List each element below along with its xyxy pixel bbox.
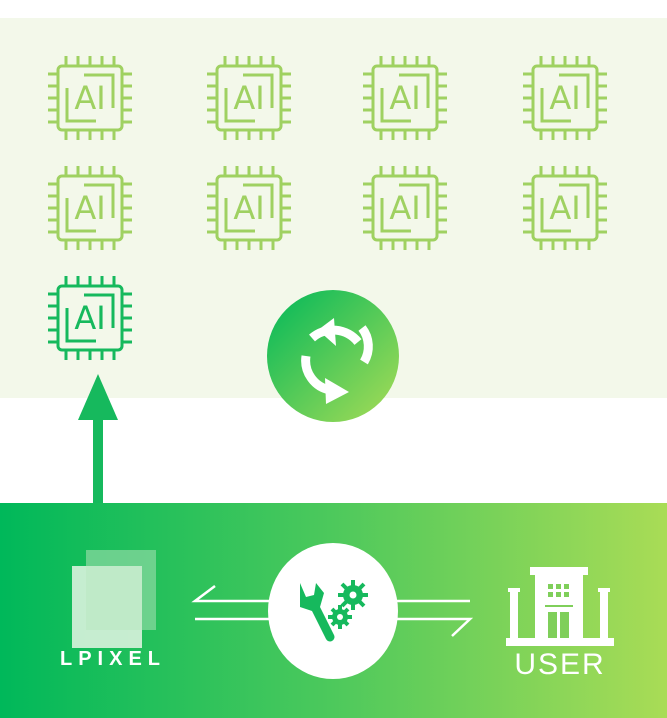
ai-chip-label: AI (74, 79, 105, 117)
ai-chip: AI (207, 166, 291, 250)
lpixel-label: LPIXEL (59, 648, 166, 670)
ai-chip: AI (48, 56, 132, 140)
ai-chip: AI (363, 166, 447, 250)
lpixel-logo (72, 550, 156, 648)
ai-chip-label: AI (233, 79, 264, 117)
ai-chip-label: AI (549, 189, 580, 227)
ai-chip-label: AI (74, 299, 105, 337)
ai-chip: AI (363, 56, 447, 140)
ai-chip: AI (523, 166, 607, 250)
wrench-gears-icon (268, 543, 398, 679)
building-icon (506, 567, 614, 646)
exchange-arrows-icon (191, 585, 474, 637)
up-arrow-icon (78, 374, 118, 510)
ai-chip-active: AI (48, 276, 132, 360)
ai-chip-label: AI (233, 189, 264, 227)
ai-chip-label: AI (389, 79, 420, 117)
ai-chip-label: AI (74, 189, 105, 227)
refresh-cycle-icon (267, 290, 399, 422)
user-label: USER (514, 648, 606, 681)
ai-chip: AI (48, 166, 132, 250)
ai-chip-label: AI (549, 79, 580, 117)
ai-chip: AI (207, 56, 291, 140)
ai-chip-label: AI (389, 189, 420, 227)
ai-chip: AI (523, 56, 607, 140)
ai-chip-grid: AI AI AI AI AI AI AI AI AI (48, 56, 607, 360)
